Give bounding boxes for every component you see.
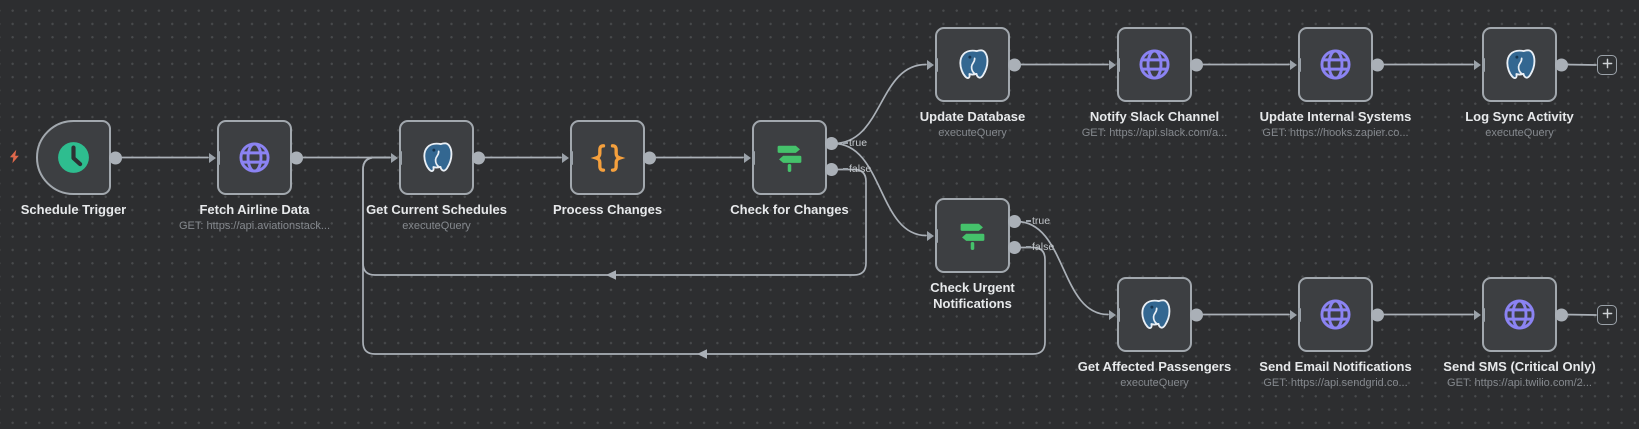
- input-endpoint: [1474, 307, 1485, 322]
- input-endpoint: [391, 150, 402, 165]
- node-send-email-notifications[interactable]: [1290, 277, 1384, 352]
- output-endpoint-false[interactable]: [825, 163, 838, 176]
- node-subtitle: executeQuery: [938, 127, 1007, 139]
- node-subtitle: GET: https://hooks.zapier.co...: [1262, 127, 1409, 139]
- output-endpoint[interactable]: [1190, 58, 1203, 71]
- add-node-button-top[interactable]: [1597, 55, 1617, 75]
- globe-icon: [1501, 296, 1538, 333]
- input-endpoint: [209, 150, 220, 165]
- node-log-sync-activity[interactable]: [1474, 27, 1568, 102]
- globe-icon: [1317, 46, 1354, 83]
- input-endpoint: [927, 57, 938, 72]
- output-endpoint[interactable]: [1371, 308, 1384, 321]
- output-label: true: [1026, 215, 1050, 227]
- node-title: Get Affected Passengers: [1077, 359, 1232, 374]
- output-endpoint[interactable]: [290, 151, 303, 164]
- connection-check-for-changes-to-check-urgent-notifications[interactable]: [832, 142, 927, 237]
- node-subtitle: GET: https://api.aviationstack...: [178, 220, 331, 232]
- zap-icon: [7, 145, 22, 173]
- node-schedule-trigger[interactable]: [36, 120, 122, 195]
- node-update-database[interactable]: [927, 27, 1021, 102]
- input-endpoint: [1474, 57, 1485, 72]
- input-endpoint: [562, 150, 573, 165]
- input-endpoint: [1109, 307, 1120, 322]
- connection-check-urgent-notifications-to-get-current-schedules-arrow: [697, 349, 707, 359]
- connection-log-sync-activity-to-add-node-top[interactable]: [1562, 63, 1597, 66]
- node-subtitle: executeQuery: [1485, 127, 1554, 139]
- node-get-affected-passengers[interactable]: [1109, 277, 1203, 352]
- node-title: Check Urgent Notifications: [930, 280, 1015, 311]
- connection-check-urgent-notifications-to-get-affected-passengers[interactable]: [1015, 220, 1109, 316]
- if-signpost-icon: [954, 217, 991, 254]
- node-title: Get Current Schedules: [366, 202, 507, 217]
- if-signpost-icon: [771, 139, 808, 176]
- output-endpoint-true[interactable]: [825, 137, 838, 150]
- node-get-current-schedules[interactable]: [391, 120, 485, 195]
- node-title: Fetch Airline Data: [199, 202, 310, 217]
- node-check-urgent-notifications[interactable]: true false: [927, 198, 1054, 273]
- node-notify-slack-channel[interactable]: [1109, 27, 1203, 102]
- globe-icon: [236, 139, 273, 176]
- add-node-button-bottom[interactable]: [1597, 305, 1617, 325]
- output-label: true: [843, 137, 867, 149]
- postgres-icon: [1136, 296, 1173, 333]
- node-title: Process Changes: [552, 202, 663, 217]
- node-title: Update Database: [919, 109, 1026, 124]
- input-endpoint: [1290, 307, 1301, 322]
- output-label: false: [1026, 241, 1054, 253]
- input-endpoint: [1290, 57, 1301, 72]
- output-endpoint[interactable]: [1008, 58, 1021, 71]
- connection-send-sms-critical-only-to-add-node-bottom[interactable]: [1562, 313, 1597, 316]
- input-endpoint: [927, 228, 938, 243]
- clock-icon: [55, 139, 92, 176]
- node-title: Send Email Notifications: [1259, 359, 1412, 374]
- postgres-icon: [954, 46, 991, 83]
- node-send-sms-critical-only[interactable]: [1474, 277, 1568, 352]
- node-title: Notify Slack Channel: [1089, 109, 1220, 124]
- code-braces-icon: [588, 138, 628, 178]
- output-endpoint[interactable]: [1190, 308, 1203, 321]
- plus-icon: [1602, 306, 1613, 324]
- connection-check-for-changes-to-update-database[interactable]: [832, 63, 927, 145]
- postgres-icon: [418, 139, 455, 176]
- node-fetch-airline-data[interactable]: [209, 120, 303, 195]
- globe-icon: [1136, 46, 1173, 83]
- node-title: Schedule Trigger: [20, 202, 127, 217]
- output-endpoint-false[interactable]: [1008, 241, 1021, 254]
- node-process-changes[interactable]: [562, 120, 656, 195]
- node-title: Update Internal Systems: [1259, 109, 1412, 124]
- output-endpoint[interactable]: [1371, 58, 1384, 71]
- node-title: Check for Changes: [730, 202, 849, 217]
- globe-icon: [1317, 296, 1354, 333]
- input-endpoint: [1109, 57, 1120, 72]
- node-update-internal-systems[interactable]: [1290, 27, 1384, 102]
- output-endpoint[interactable]: [643, 151, 656, 164]
- node-subtitle: GET: https://api.slack.com/a...: [1081, 127, 1228, 139]
- plus-icon: [1602, 56, 1613, 74]
- node-subtitle: GET: https://api.sendgrid.co...: [1263, 377, 1408, 389]
- output-label: false: [843, 163, 871, 175]
- output-endpoint[interactable]: [1555, 58, 1568, 71]
- node-check-for-changes[interactable]: true false: [744, 120, 871, 195]
- node-title: Log Sync Activity: [1465, 109, 1574, 124]
- node-subtitle: executeQuery: [402, 220, 471, 232]
- node-title: Send SMS (Critical Only): [1443, 359, 1596, 374]
- output-endpoint[interactable]: [472, 151, 485, 164]
- postgres-icon: [1501, 46, 1538, 83]
- node-subtitle: GET: https://api.twilio.com/2...: [1447, 377, 1592, 389]
- connection-check-for-changes-to-get-current-schedules-arrow: [606, 270, 616, 280]
- output-endpoint[interactable]: [1555, 308, 1568, 321]
- input-endpoint: [744, 150, 755, 165]
- output-endpoint[interactable]: [109, 151, 122, 164]
- node-subtitle: executeQuery: [1120, 377, 1189, 389]
- output-endpoint-true[interactable]: [1008, 215, 1021, 228]
